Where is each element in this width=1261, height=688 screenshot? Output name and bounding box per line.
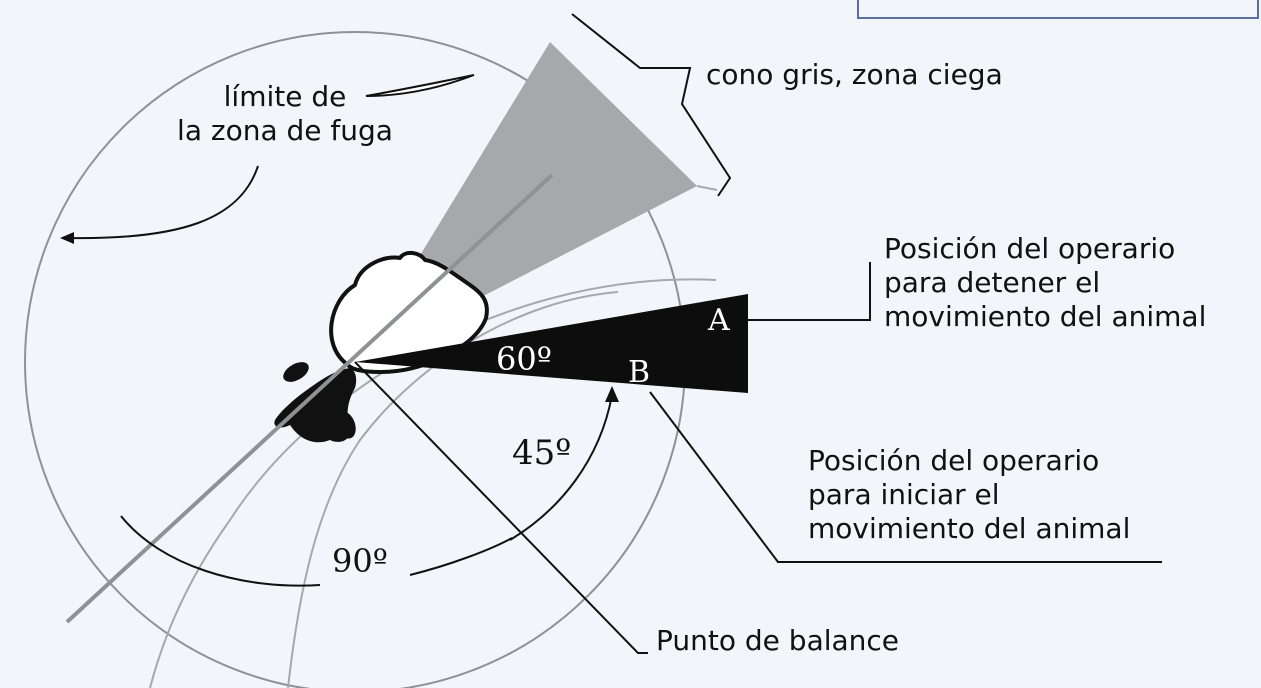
start-position-leader — [649, 391, 1162, 563]
info-box-edge — [857, 0, 1259, 19]
arc-90-b — [409, 537, 513, 576]
flight-limit-arrowhead — [60, 232, 74, 244]
balance-point-label: Punto de balance — [656, 624, 900, 657]
flight-limit-leader-bottom — [65, 165, 259, 240]
animal-head — [274, 368, 357, 443]
animal-ear-left — [283, 362, 309, 382]
angle-45-label: 45º — [512, 433, 572, 473]
stop-position-label: Posición del operario para detener el mo… — [884, 232, 1207, 333]
animal-ear-right — [336, 411, 356, 439]
blind-zone-bracket — [571, 13, 732, 197]
angle-60-label: 60º — [496, 340, 552, 378]
inner-arc-inner — [287, 291, 619, 688]
angle-90-label: 90º — [332, 542, 388, 580]
cone-tip-line — [696, 185, 718, 191]
marker-b: B — [628, 355, 651, 390]
arc-45 — [509, 394, 613, 541]
marker-a: A — [708, 303, 730, 338]
start-position-label: Posición del operario para iniciar el mo… — [808, 444, 1131, 545]
inner-arc-outer — [149, 278, 717, 688]
flight-zone-limit-label: límite de la zona de fuga — [177, 80, 393, 147]
stop-position-leader — [748, 262, 871, 321]
balance-point-line — [354, 361, 648, 654]
blind-zone-label: cono gris, zona ciega — [706, 58, 1003, 91]
animal-axis — [65, 173, 554, 624]
flight-limit-leader-top — [365, 74, 475, 97]
movement-sector — [355, 294, 748, 393]
arc-90 — [120, 515, 321, 587]
arc-45-arrowhead — [605, 386, 619, 402]
